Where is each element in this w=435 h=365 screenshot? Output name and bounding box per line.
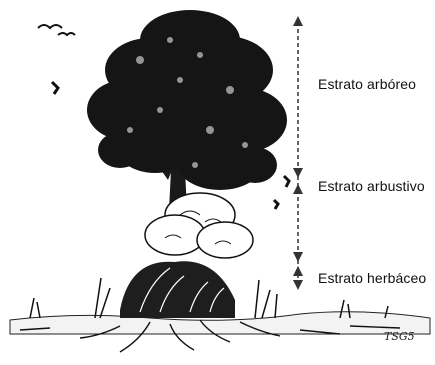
tree-canopy [87,10,287,190]
stratum-label-arboreo: Estrato arbóreo [318,76,416,92]
stratum-label-arbustivo: Estrato arbustivo [318,178,425,194]
shrub-illustration [145,193,253,258]
artist-signature: TSG5 [384,330,415,343]
strata-divider-line [293,16,303,290]
stratum-label-herbaceo: Estrato herbáceo [318,270,426,286]
